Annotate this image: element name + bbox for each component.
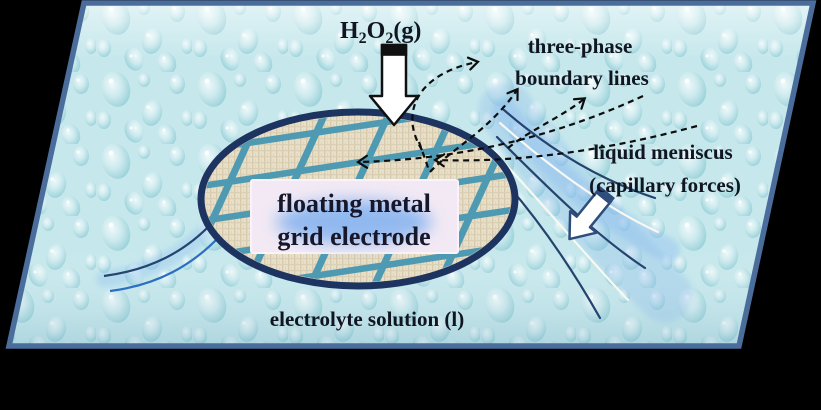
dashed-arrow-to-grid-1 [356, 95, 644, 169]
electrode-label-box: floating metal grid electrode [250, 179, 459, 254]
h2o2-sub1: 2 [359, 30, 367, 47]
electrolyte-label: electrolyte solution (l) [270, 307, 464, 331]
liquid-meniscus-label-line2: (capillary forces) [589, 173, 741, 197]
h2o2-h: H [340, 18, 359, 44]
label-glow [276, 200, 432, 244]
left-meniscus-blue-line [109, 236, 220, 293]
meniscus-line-white-1 [498, 121, 660, 234]
liquid-meniscus-label-line1: liquid meniscus [593, 140, 732, 164]
diagram-labels: H2O2(g) three-phase boundary lines liqui… [270, 18, 741, 331]
h2o2-state: (g) [393, 18, 421, 44]
three-phase-label-line2: boundary lines [515, 66, 649, 90]
h2o2-o: O [367, 18, 386, 44]
dashed-arrow-from-meniscus [507, 97, 587, 149]
electrode-label-line2: grid electrode [277, 222, 430, 251]
meniscus-line-navy-1 [502, 108, 657, 200]
h2o2-sub2: 2 [385, 30, 393, 47]
left-meniscus-navy-line [103, 221, 214, 278]
right-meniscus-lines [487, 108, 660, 320]
electrode-rim [197, 108, 519, 290]
surface-border [5, 0, 817, 349]
h2o2-label: H2O2(g) [340, 18, 421, 47]
dashed-arrow-hook [417, 141, 431, 172]
meniscus-line-navy-2 [495, 135, 647, 270]
three-phase-label-line1: three-phase [528, 34, 633, 58]
left-meniscus-lines [103, 221, 220, 293]
electrode-label-line1: floating metal [277, 189, 431, 218]
dashed-arrow-to-boundary-lines [429, 87, 519, 173]
dashed-arrow-to-grid-2 [433, 124, 698, 168]
meniscus-line-white-2 [491, 149, 630, 302]
capillary-force-arrow-icon [568, 186, 615, 241]
h2o2-flow-arrow-icon [368, 43, 420, 127]
grid-electrode: floating metal grid electrode [197, 108, 519, 290]
